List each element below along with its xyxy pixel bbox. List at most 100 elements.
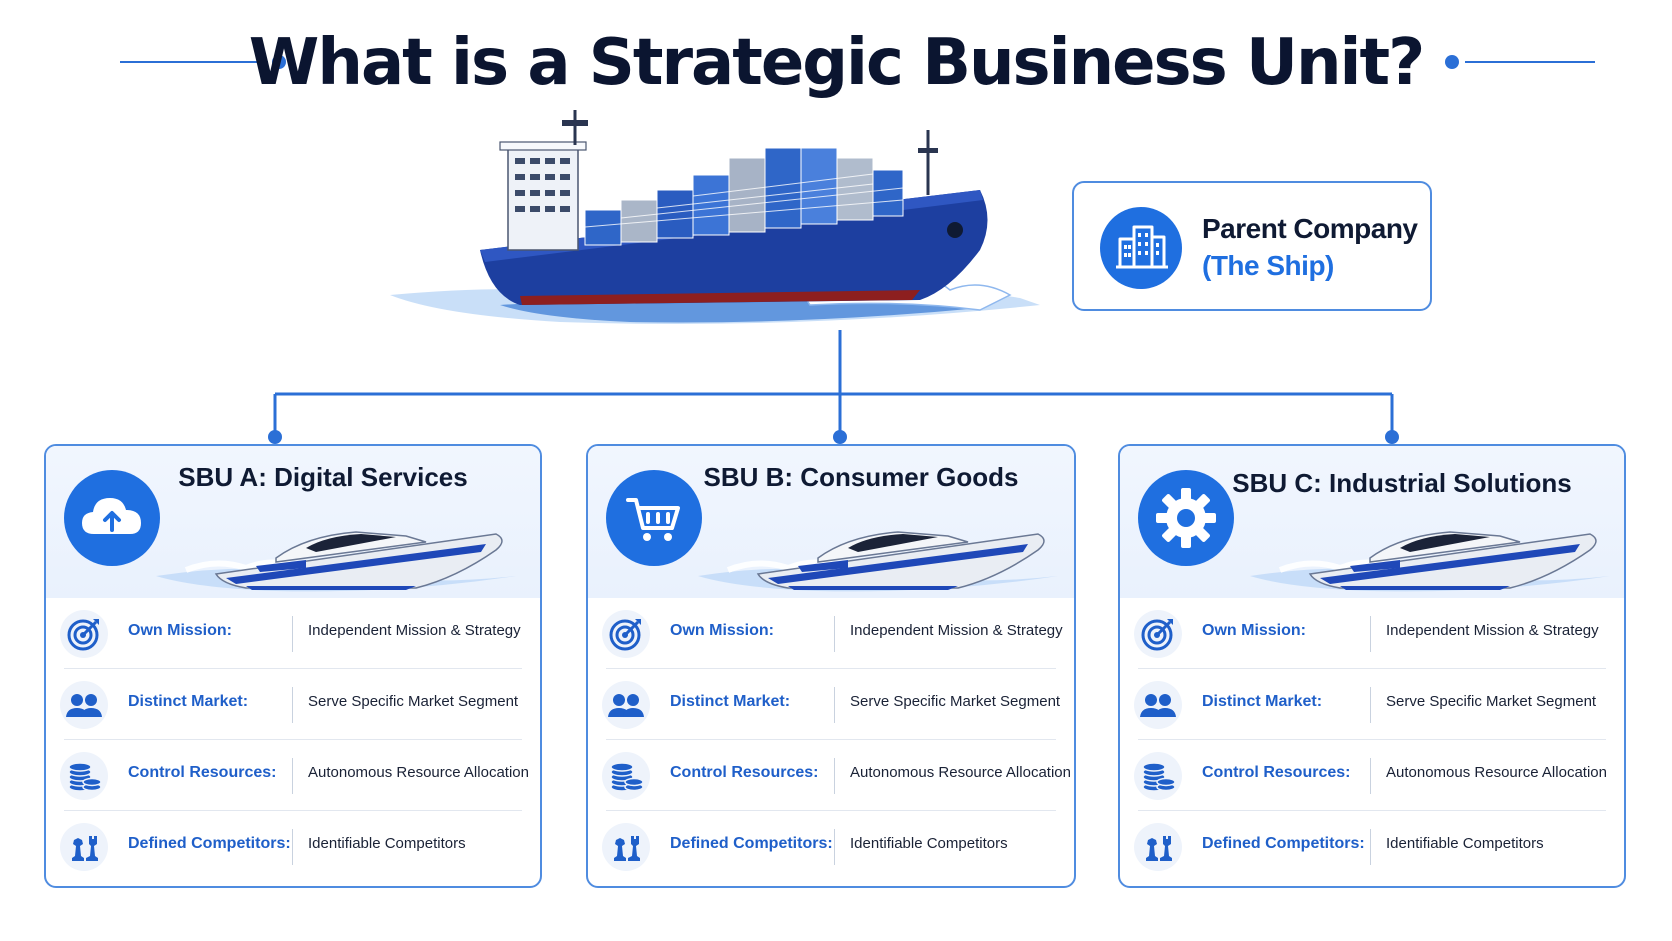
row-divider <box>292 687 293 723</box>
title-row: What is a Strategic Business Unit? <box>0 18 1672 108</box>
row-separator <box>606 668 1056 669</box>
sbu-title: SBU A: Digital Services <box>178 462 468 492</box>
sbu-attribute-list: Own Mission: Independent Mission & Strat… <box>1120 598 1624 882</box>
target-icon <box>60 610 108 658</box>
parent-company-card: Parent Company (The Ship) <box>1072 181 1432 311</box>
speedboat-icon <box>698 496 1058 596</box>
title-decoration-line-left <box>120 61 268 63</box>
sbu-attribute-list: Own Mission: Independent Mission & Strat… <box>588 598 1074 882</box>
attribute-value: Serve Specific Market Segment <box>850 693 1061 710</box>
attribute-row-competitors: Defined Competitors: Identifiable Compet… <box>1120 811 1624 882</box>
attribute-row-market: Distinct Market: Serve Specific Market S… <box>588 669 1074 740</box>
attribute-value: Autonomous Resource Allocation <box>1386 764 1607 781</box>
gear-icon <box>1138 470 1234 566</box>
users-icon <box>1134 681 1182 729</box>
attribute-label: Distinct Market: <box>128 693 249 710</box>
sbu-card-header: SBU C: Industrial Solutions <box>1120 446 1624 598</box>
cargo-ship-illustration <box>380 100 1080 360</box>
attribute-row-mission: Own Mission: Independent Mission & Strat… <box>588 598 1074 669</box>
attribute-row-resources: Control Resources: Autonomous Resource A… <box>46 740 540 811</box>
target-icon <box>602 610 650 658</box>
attribute-label: Own Mission: <box>670 622 774 639</box>
attribute-value: Independent Mission & Strategy <box>1386 622 1599 639</box>
row-separator <box>64 668 522 669</box>
attribute-label: Distinct Market: <box>1202 693 1323 710</box>
attribute-value: Autonomous Resource Allocation <box>850 764 1071 781</box>
attribute-row-competitors: Defined Competitors: Identifiable Compet… <box>46 811 540 882</box>
attribute-row-market: Distinct Market: Serve Specific Market S… <box>1120 669 1624 740</box>
speedboat-icon <box>1250 496 1610 596</box>
attribute-value: Independent Mission & Strategy <box>308 622 521 639</box>
row-divider <box>1370 687 1371 723</box>
sbu-title: SBU B: Consumer Goods <box>703 462 1019 492</box>
parent-company-subtitle: (The Ship) <box>1202 250 1334 281</box>
attribute-value: Autonomous Resource Allocation <box>308 764 529 781</box>
title-decoration-dot-left <box>272 55 286 69</box>
attribute-label: Defined Competitors: <box>1202 835 1365 852</box>
page-title: What is a Strategic Business Unit? <box>248 26 1425 100</box>
row-separator <box>64 739 522 740</box>
attribute-value: Independent Mission & Strategy <box>850 622 1063 639</box>
chess-icon <box>60 823 108 871</box>
row-separator <box>606 739 1056 740</box>
chess-icon <box>602 823 650 871</box>
attribute-label: Control Resources: <box>1202 764 1351 781</box>
attribute-row-resources: Control Resources: Autonomous Resource A… <box>1120 740 1624 811</box>
row-separator <box>606 810 1056 811</box>
row-divider <box>292 758 293 794</box>
cloud-upload-icon <box>64 470 160 566</box>
cargo-ship-icon <box>390 110 1040 324</box>
users-icon <box>60 681 108 729</box>
row-divider <box>834 829 835 865</box>
row-separator <box>1138 739 1606 740</box>
target-icon <box>1134 610 1182 658</box>
coins-icon <box>60 752 108 800</box>
title-decoration-dot-right <box>1445 55 1459 69</box>
attribute-value: Serve Specific Market Segment <box>308 693 519 710</box>
row-divider <box>292 829 293 865</box>
sbu-title: SBU C: Industrial Solutions <box>1232 468 1572 498</box>
row-divider <box>834 758 835 794</box>
speedboat-icon <box>156 496 516 596</box>
sbu-card-b: SBU B: Consumer Goods Own Mission: Indep… <box>586 444 1076 888</box>
sbu-card-header: SBU B: Consumer Goods <box>588 446 1074 598</box>
attribute-row-mission: Own Mission: Independent Mission & Strat… <box>46 598 540 669</box>
attribute-value: Identifiable Competitors <box>1386 835 1544 852</box>
sbu-card-header: SBU A: Digital Services <box>46 446 540 598</box>
row-divider <box>1370 616 1371 652</box>
attribute-label: Control Resources: <box>670 764 819 781</box>
attribute-label: Distinct Market: <box>670 693 791 710</box>
row-divider <box>1370 758 1371 794</box>
sbu-card-c: SBU C: Industrial Solutions Own Mission:… <box>1118 444 1626 888</box>
attribute-label: Own Mission: <box>1202 622 1306 639</box>
attribute-row-market: Distinct Market: Serve Specific Market S… <box>46 669 540 740</box>
attribute-value: Serve Specific Market Segment <box>1386 693 1597 710</box>
users-icon <box>602 681 650 729</box>
attribute-row-mission: Own Mission: Independent Mission & Strat… <box>1120 598 1624 669</box>
row-separator <box>64 810 522 811</box>
coins-icon <box>602 752 650 800</box>
shopping-cart-icon <box>606 470 702 566</box>
sbu-card-a: SBU A: Digital Services Own Mission: Ind… <box>44 444 542 888</box>
row-divider <box>834 687 835 723</box>
row-divider <box>1370 829 1371 865</box>
row-divider <box>834 616 835 652</box>
title-decoration-line-right <box>1465 61 1595 63</box>
hierarchy-connectors <box>0 330 1672 450</box>
attribute-value: Identifiable Competitors <box>850 835 1008 852</box>
attribute-row-resources: Control Resources: Autonomous Resource A… <box>588 740 1074 811</box>
row-divider <box>292 616 293 652</box>
attribute-label: Defined Competitors: <box>128 835 291 852</box>
attribute-row-competitors: Defined Competitors: Identifiable Compet… <box>588 811 1074 882</box>
parent-company-title: Parent Company <box>1202 213 1418 244</box>
attribute-value: Identifiable Competitors <box>308 835 466 852</box>
coins-icon <box>1134 752 1182 800</box>
building-icon <box>1100 207 1182 289</box>
attribute-label: Own Mission: <box>128 622 232 639</box>
row-separator <box>1138 668 1606 669</box>
sbu-attribute-list: Own Mission: Independent Mission & Strat… <box>46 598 540 882</box>
attribute-label: Defined Competitors: <box>670 835 833 852</box>
attribute-label: Control Resources: <box>128 764 277 781</box>
row-separator <box>1138 810 1606 811</box>
chess-icon <box>1134 823 1182 871</box>
